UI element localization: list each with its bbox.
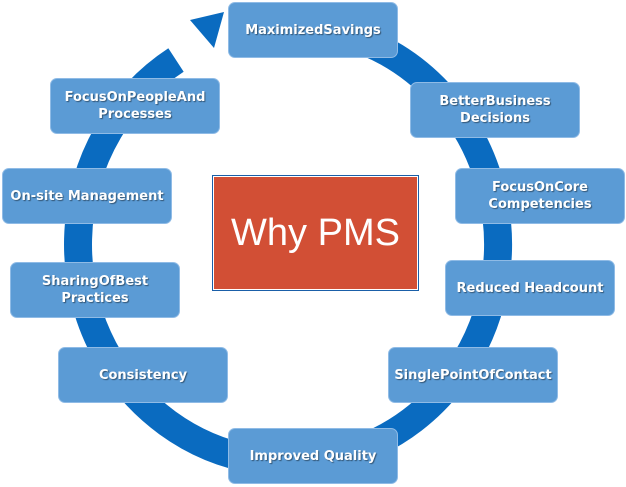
cycle-item-maximized-savings: MaximizedSavings xyxy=(228,2,398,58)
cycle-item-consistency: Consistency xyxy=(58,347,228,403)
arrow-head-icon xyxy=(190,12,224,48)
cycle-item-focus-on-people: FocusOnPeopleAnd Processes xyxy=(50,78,220,134)
cycle-item-onsite-management: On-site Management xyxy=(2,168,172,224)
cycle-item-better-business-decisions: BetterBusiness Decisions xyxy=(410,82,580,138)
cycle-item-reduced-headcount: Reduced Headcount xyxy=(445,260,615,316)
center-title: Why PMS xyxy=(212,175,419,291)
cycle-item-improved-quality: Improved Quality xyxy=(228,428,398,484)
cycle-item-focus-on-core: FocusOnCore Competencies xyxy=(455,168,625,224)
cycle-item-sharing-best-practices: SharingOfBest Practices xyxy=(10,262,180,318)
cycle-item-single-point-of-contact: SinglePointOfContact xyxy=(388,347,558,403)
